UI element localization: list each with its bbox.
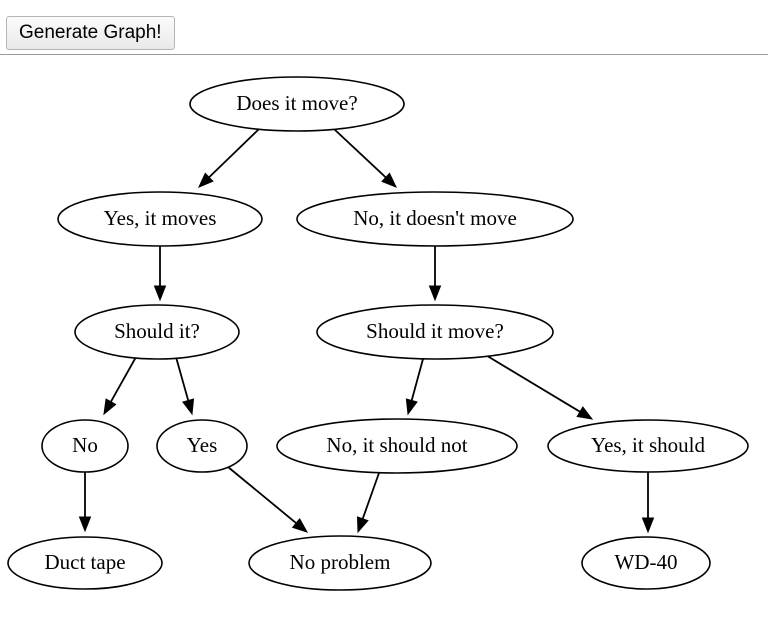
edge-line (483, 353, 584, 415)
graph-node-should_it_move[interactable]: Should it move? (316, 304, 554, 360)
node-label: Should it? (114, 319, 200, 343)
graph-node-yes_should[interactable]: Yes, it should (547, 419, 749, 473)
edge-line (333, 128, 389, 181)
edge-arrowhead (198, 172, 214, 188)
node-ellipse[interactable] (248, 535, 432, 591)
node-label: WD-40 (615, 550, 678, 574)
edge-line (175, 356, 190, 404)
edge-arrowhead (428, 285, 442, 302)
node-label: Does it move? (236, 91, 357, 115)
graph-edge (428, 246, 442, 302)
edge-arrowhead (405, 398, 418, 416)
decision-tree-graph: Does it move? Yes, it moves No, it doesn't… (7, 76, 749, 591)
graph-edge (333, 128, 397, 188)
graph-node-duct_tape[interactable]: Duct tape (7, 536, 163, 590)
toolbar: Generate Graph! (0, 0, 768, 50)
graph-edge (641, 472, 655, 534)
node-ellipse[interactable] (276, 418, 518, 474)
edge-arrowhead (78, 516, 92, 533)
edge-line (108, 356, 137, 405)
graph-node-should_it[interactable]: Should it? (74, 304, 240, 360)
node-label: No, it should not (326, 433, 467, 457)
node-ellipse[interactable] (296, 191, 574, 247)
node-label: Yes, it should (591, 433, 705, 457)
edge-line (410, 358, 424, 404)
edge-line (360, 472, 380, 522)
node-label: No, it doesn't move (353, 206, 517, 230)
graph-edge (175, 356, 195, 416)
graph-node-no_should_not[interactable]: No, it should not (276, 418, 518, 474)
node-ellipse[interactable] (547, 419, 749, 473)
edge-arrowhead (103, 398, 117, 416)
graph-edge (153, 246, 167, 302)
node-ellipse[interactable] (189, 76, 405, 132)
node-label: No (72, 433, 98, 457)
edge-arrowhead (381, 172, 397, 188)
graph-node-no[interactable]: No (41, 419, 129, 473)
graph-node-yes_moves[interactable]: Yes, it moves (57, 191, 263, 247)
graph-node-does_it_move[interactable]: Does it move? (189, 76, 405, 132)
graph-canvas: Does it move? Yes, it moves No, it doesn't… (0, 55, 768, 607)
node-ellipse[interactable] (57, 191, 263, 247)
edge-arrowhead (356, 516, 369, 534)
generate-graph-button[interactable]: Generate Graph! (6, 16, 175, 50)
graph-node-no_problem[interactable]: No problem (248, 535, 432, 591)
graph-edge (78, 472, 92, 533)
graph-edge (483, 353, 594, 420)
edge-arrowhead (182, 398, 195, 416)
graph-edge (356, 472, 380, 534)
node-label: Duct tape (44, 550, 125, 574)
edge-arrowhead (153, 285, 167, 302)
node-ellipse[interactable] (316, 304, 554, 360)
node-label: No problem (290, 550, 391, 574)
edges-layer (78, 128, 655, 534)
graph-edge (227, 466, 309, 533)
node-label: Yes (187, 433, 218, 457)
horizontal-divider (0, 54, 768, 55)
graph-node-yes[interactable]: Yes (156, 419, 248, 473)
graph-edge (198, 128, 260, 188)
graph-node-wd40[interactable]: WD-40 (581, 536, 711, 590)
edge-arrowhead (641, 517, 655, 534)
nodes-layer: Does it move? Yes, it moves No, it doesn't… (7, 76, 749, 591)
node-ellipse[interactable] (41, 419, 129, 473)
node-label: Yes, it moves (104, 206, 217, 230)
node-ellipse[interactable] (74, 304, 240, 360)
edge-line (227, 466, 300, 526)
graph-edge (405, 358, 424, 416)
edge-line (206, 128, 260, 181)
graph-edge (103, 356, 137, 416)
graph-node-no_moves[interactable]: No, it doesn't move (296, 191, 574, 247)
node-label: Should it move? (366, 319, 504, 343)
node-ellipse[interactable] (7, 536, 163, 590)
edge-arrowhead (576, 406, 594, 420)
node-ellipse[interactable] (156, 419, 248, 473)
edge-arrowhead (291, 517, 309, 533)
node-ellipse[interactable] (581, 536, 711, 590)
